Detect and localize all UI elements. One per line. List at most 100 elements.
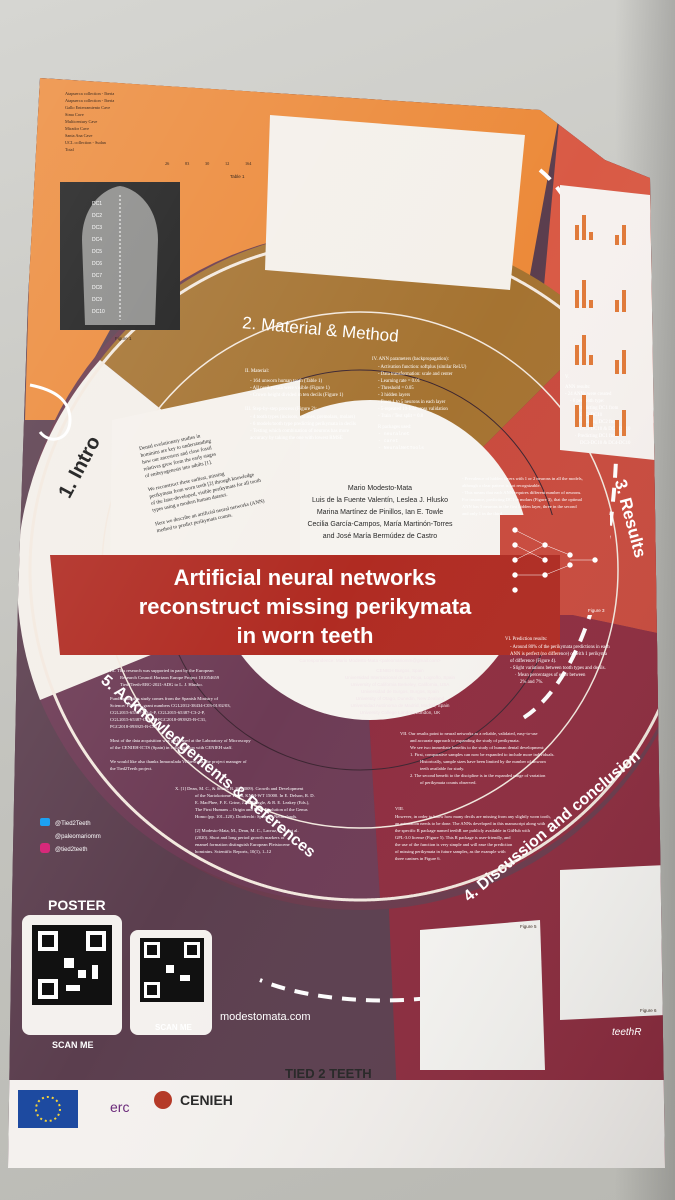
svg-text:Gallo Enterramiento Cave: Gallo Enterramiento Cave <box>65 105 110 110</box>
eu-flag-logo <box>18 1090 78 1128</box>
svg-text:- Train / Test split = 0.8: - Train / Test split = 0.8 <box>378 414 424 419</box>
svg-text:- Activation function: softplu: - Activation function: softplus (similar… <box>378 365 467 370</box>
svg-text:Research Council Horizon Europ: Research Council Horizon Europe Project … <box>120 675 220 680</box>
svg-text:of perikymata counts observed.: of perikymata counts observed. <box>420 780 476 785</box>
method-text: II. Material: - 164 unworn human teeth (… <box>245 369 356 441</box>
hanger-hook <box>29 383 72 441</box>
svg-text:We would like also thanks Inma: We would like also thanks Inmaculada Vil… <box>110 759 247 765</box>
svg-text:of the Nariokotome Youth, KNM-: of the Nariokotome Youth, KNM-WT 15000. … <box>195 793 315 799</box>
svg-text:R packages used:: R packages used: <box>378 425 411 430</box>
svg-text:GPL-3.0 license (Figure 5). Th: GPL-3.0 license (Figure 5). This R packa… <box>395 835 511 841</box>
svg-text:enamel formation distinguish E: enamel formation distinguish European Pl… <box>195 842 290 847</box>
svg-text:DC2: DC2 <box>92 213 102 219</box>
svg-text:· Predicting DC2 from: · Predicting DC2 from <box>575 420 619 425</box>
svg-text:- 164 unworn human teeth (Tabl: - 164 unworn human teeth (Table 1) <box>250 379 322 384</box>
svg-text:Science/ FEDER, grant numbers: Science/ FEDER, grant numbers CGL2012-38… <box>110 703 231 709</box>
svg-text:- Testing which combination of: - Testing which combination of neurons h… <box>250 429 350 434</box>
social-links: @Tied2Teeth @paleomariomm @tied2teeth <box>40 818 101 853</box>
svg-text:CENIEH Burgos, Spain: CENIEH Burgos, Spain <box>376 668 424 673</box>
ann-parameters-text: IV. ANN parameters (backpropagation): - … <box>372 357 467 451</box>
svg-text:@tied2teeth: @tied2teeth <box>55 847 87 853</box>
svg-text:VI. Prediction results:: VI. Prediction results: <box>505 637 547 642</box>
cenieh-logo-mark <box>154 1091 172 1109</box>
svg-text:DC1: DC1 <box>92 201 102 207</box>
svg-text:an estimation needs to be done: an estimation needs to be done. The ANNs… <box>395 821 546 826</box>
svg-text:For instance, predicting DC1 i: For instance, predicting DC1 in molars (… <box>462 497 583 503</box>
svg-text:VII. Our results point to neur: VII. Our results point to neural network… <box>400 731 537 737</box>
svg-text:- 3 hidden layers: - 3 hidden layers <box>378 393 410 398</box>
svg-text:accuracy by taking the one wit: accuracy by taking the one with lowest R… <box>250 436 343 441</box>
erc-logo: erc <box>110 1099 129 1115</box>
svg-text:X. [1] Dean, M. C., & Smith,: X. [1] Dean, M. C., & Smith, B. H. (2009… <box>175 786 304 792</box>
cenieh-logo: CENIEH <box>180 1092 233 1108</box>
svg-text:and José María Bermúdez de Cas: and José María Bermúdez de Castro <box>323 533 437 540</box>
ack-text: IX. This research was supported in part … <box>110 668 251 771</box>
svg-text:DC9: DC9 <box>92 297 102 303</box>
svg-text:Funding for this study comes f: Funding for this study comes from the Sp… <box>110 696 219 701</box>
references-text: X. [1] Dean, M. C., & Smith, B. H. (2009… <box>175 786 315 855</box>
svg-text:Sima Cave: Sima Cave <box>65 112 84 117</box>
title-line-3: in worn teeth <box>237 623 374 648</box>
results-text-2: - Prevalence of hidden layers with 1 or … <box>462 476 583 516</box>
tied2teeth-logo: TIED 2 TEETH <box>285 1066 372 1081</box>
svg-text:DC3-DC10 & DC4-DC10: DC3-DC10 & DC4-DC10 <box>580 427 631 432</box>
svg-text:IV. ANN parameters (backpropag: IV. ANN parameters (backpropagation): <box>372 357 449 362</box>
svg-text:The First Humans – Origin and: The First Humans – Origin and Early Evol… <box>195 807 308 812</box>
title-line-1: Artificial neural networks <box>174 565 437 590</box>
svg-text:and accurate approach to expan: and accurate approach to expanding the s… <box>410 738 520 743</box>
scan-me-label-1: SCAN ME <box>52 1040 94 1050</box>
svg-text:three canines in Figure 6.: three canines in Figure 6. <box>395 856 441 861</box>
svg-text:- 6 per tooth type:: - 6 per tooth type: <box>570 399 604 404</box>
qr-code-poster[interactable] <box>32 925 112 1005</box>
svg-text:the specific R package named t: the specific R package named teethR are … <box>395 828 531 833</box>
bar-chart-marks <box>575 215 626 436</box>
svg-text:V.: V. <box>565 375 569 380</box>
svg-text:Universidad Internacional de L: Universidad Internacional de La Rioja, L… <box>345 675 456 680</box>
authors-block: Mario Modesto-Mata Luis de la Fuente Val… <box>307 485 453 540</box>
svg-text:University College London, Lon: University College London, London, UK <box>360 710 441 715</box>
svg-text:- From 1 to 5 neurons in each: - From 1 to 5 neurons in each layer <box>378 400 446 405</box>
svg-text:- Prevalence of hidden layers: - Prevalence of hidden layers with 1 or … <box>462 476 583 482</box>
svg-text:164: 164 <box>245 161 252 166</box>
svg-text:VIII.: VIII. <box>395 806 404 811</box>
svg-text:Tied2Teeth-ERC-2021-ADG to L.: Tied2Teeth-ERC-2021-ADG to L. J. Hlusko. <box>120 682 203 687</box>
table-1-rows: Atapuerca collection - Iberia Atapuerca … <box>65 91 114 152</box>
svg-text:CGL2015-65387-C3-1-P, CGL2015-: CGL2015-65387-C3-1-P, CGL2015-65387-C3-2… <box>110 710 205 716</box>
svg-text:- 4 tooth types (incisors, can: - 4 tooth types (incisors, canines, prem… <box>250 415 355 420</box>
svg-text:- Learning rate = 0.01: - Learning rate = 0.01 <box>378 379 421 384</box>
svg-text:- Threshold = 0.05: - Threshold = 0.05 <box>378 386 414 391</box>
svg-text:- All perikymata were visible: - All perikymata were visible (Figure 1) <box>250 386 330 391</box>
svg-text:2% and 7%.: 2% and 7%. <box>520 680 543 685</box>
svg-text:12: 12 <box>225 161 229 166</box>
svg-text:83: 83 <box>185 161 189 166</box>
svg-text:the use of the function is ver: the use of the function is very simple a… <box>395 842 513 847</box>
qr-code-website[interactable] <box>140 938 204 1002</box>
svg-text:Mirador Cave: Mirador Cave <box>65 126 89 131</box>
svg-text:of missing perikymata in futur: of missing perikymata in future samples,… <box>395 849 506 855</box>
svg-text:- Crown height divided in ten: - Crown height divided in ten decils (Fi… <box>250 393 344 398</box>
svg-text:UCL collection - Sudan: UCL collection - Sudan <box>65 140 107 145</box>
svg-text:Mario Modesto-Mata: Mario Modesto-Mata <box>348 485 412 492</box>
svg-text:@paleomariomm: @paleomariomm <box>55 834 101 840</box>
figure-1-label: Figure 1 <box>115 336 132 341</box>
svg-text:· Predicting DC1 from: · Predicting DC1 from <box>575 434 619 439</box>
svg-text:- NeuralNetTools: - NeuralNetTools <box>378 445 424 451</box>
svg-text:ANN has 5 neurons in the first: ANN has 5 neurons in the first hidden la… <box>462 504 577 510</box>
svg-text:teeth available for study.: teeth available for study. <box>420 766 464 771</box>
svg-text:hominins. Scientific Reports,: hominins. Scientific Reports, 10(1), 1–1… <box>195 849 272 855</box>
svg-text:2. The second benefit to the d: 2. The second benefit to the discipline … <box>410 773 546 778</box>
twitter-icon <box>40 818 50 826</box>
scan-me-label-2: SCAN ME <box>155 1023 193 1032</box>
svg-text:Universidad de Burgos, Burgos,: Universidad de Burgos, Burgos, Spain <box>361 689 439 694</box>
discussion-text-2: VIII. However, in order to know how many… <box>395 806 551 861</box>
svg-text:PGC2018-093925-B-C33.: PGC2018-093925-B-C33. <box>110 724 158 729</box>
svg-text:and only 1 in the third.: and only 1 in the third. <box>462 511 503 516</box>
svg-text:the Tied2Teeth project.: the Tied2Teeth project. <box>110 766 152 771</box>
svg-text:University of California Berke: University of California Berkeley, Calif… <box>351 682 451 687</box>
svg-text:Cecilia García-Campos, María M: Cecilia García-Campos, María Martinón-To… <box>307 521 453 528</box>
svg-text:Universidad Autónoma de Madrid: Universidad Autónoma de Madrid, Madrid, … <box>351 703 450 708</box>
poster-label: POSTER <box>48 897 106 913</box>
website-label[interactable]: modestomata.com <box>220 1011 310 1023</box>
svg-text:However, in order to know how: However, in order to know how many decil… <box>395 814 551 820</box>
